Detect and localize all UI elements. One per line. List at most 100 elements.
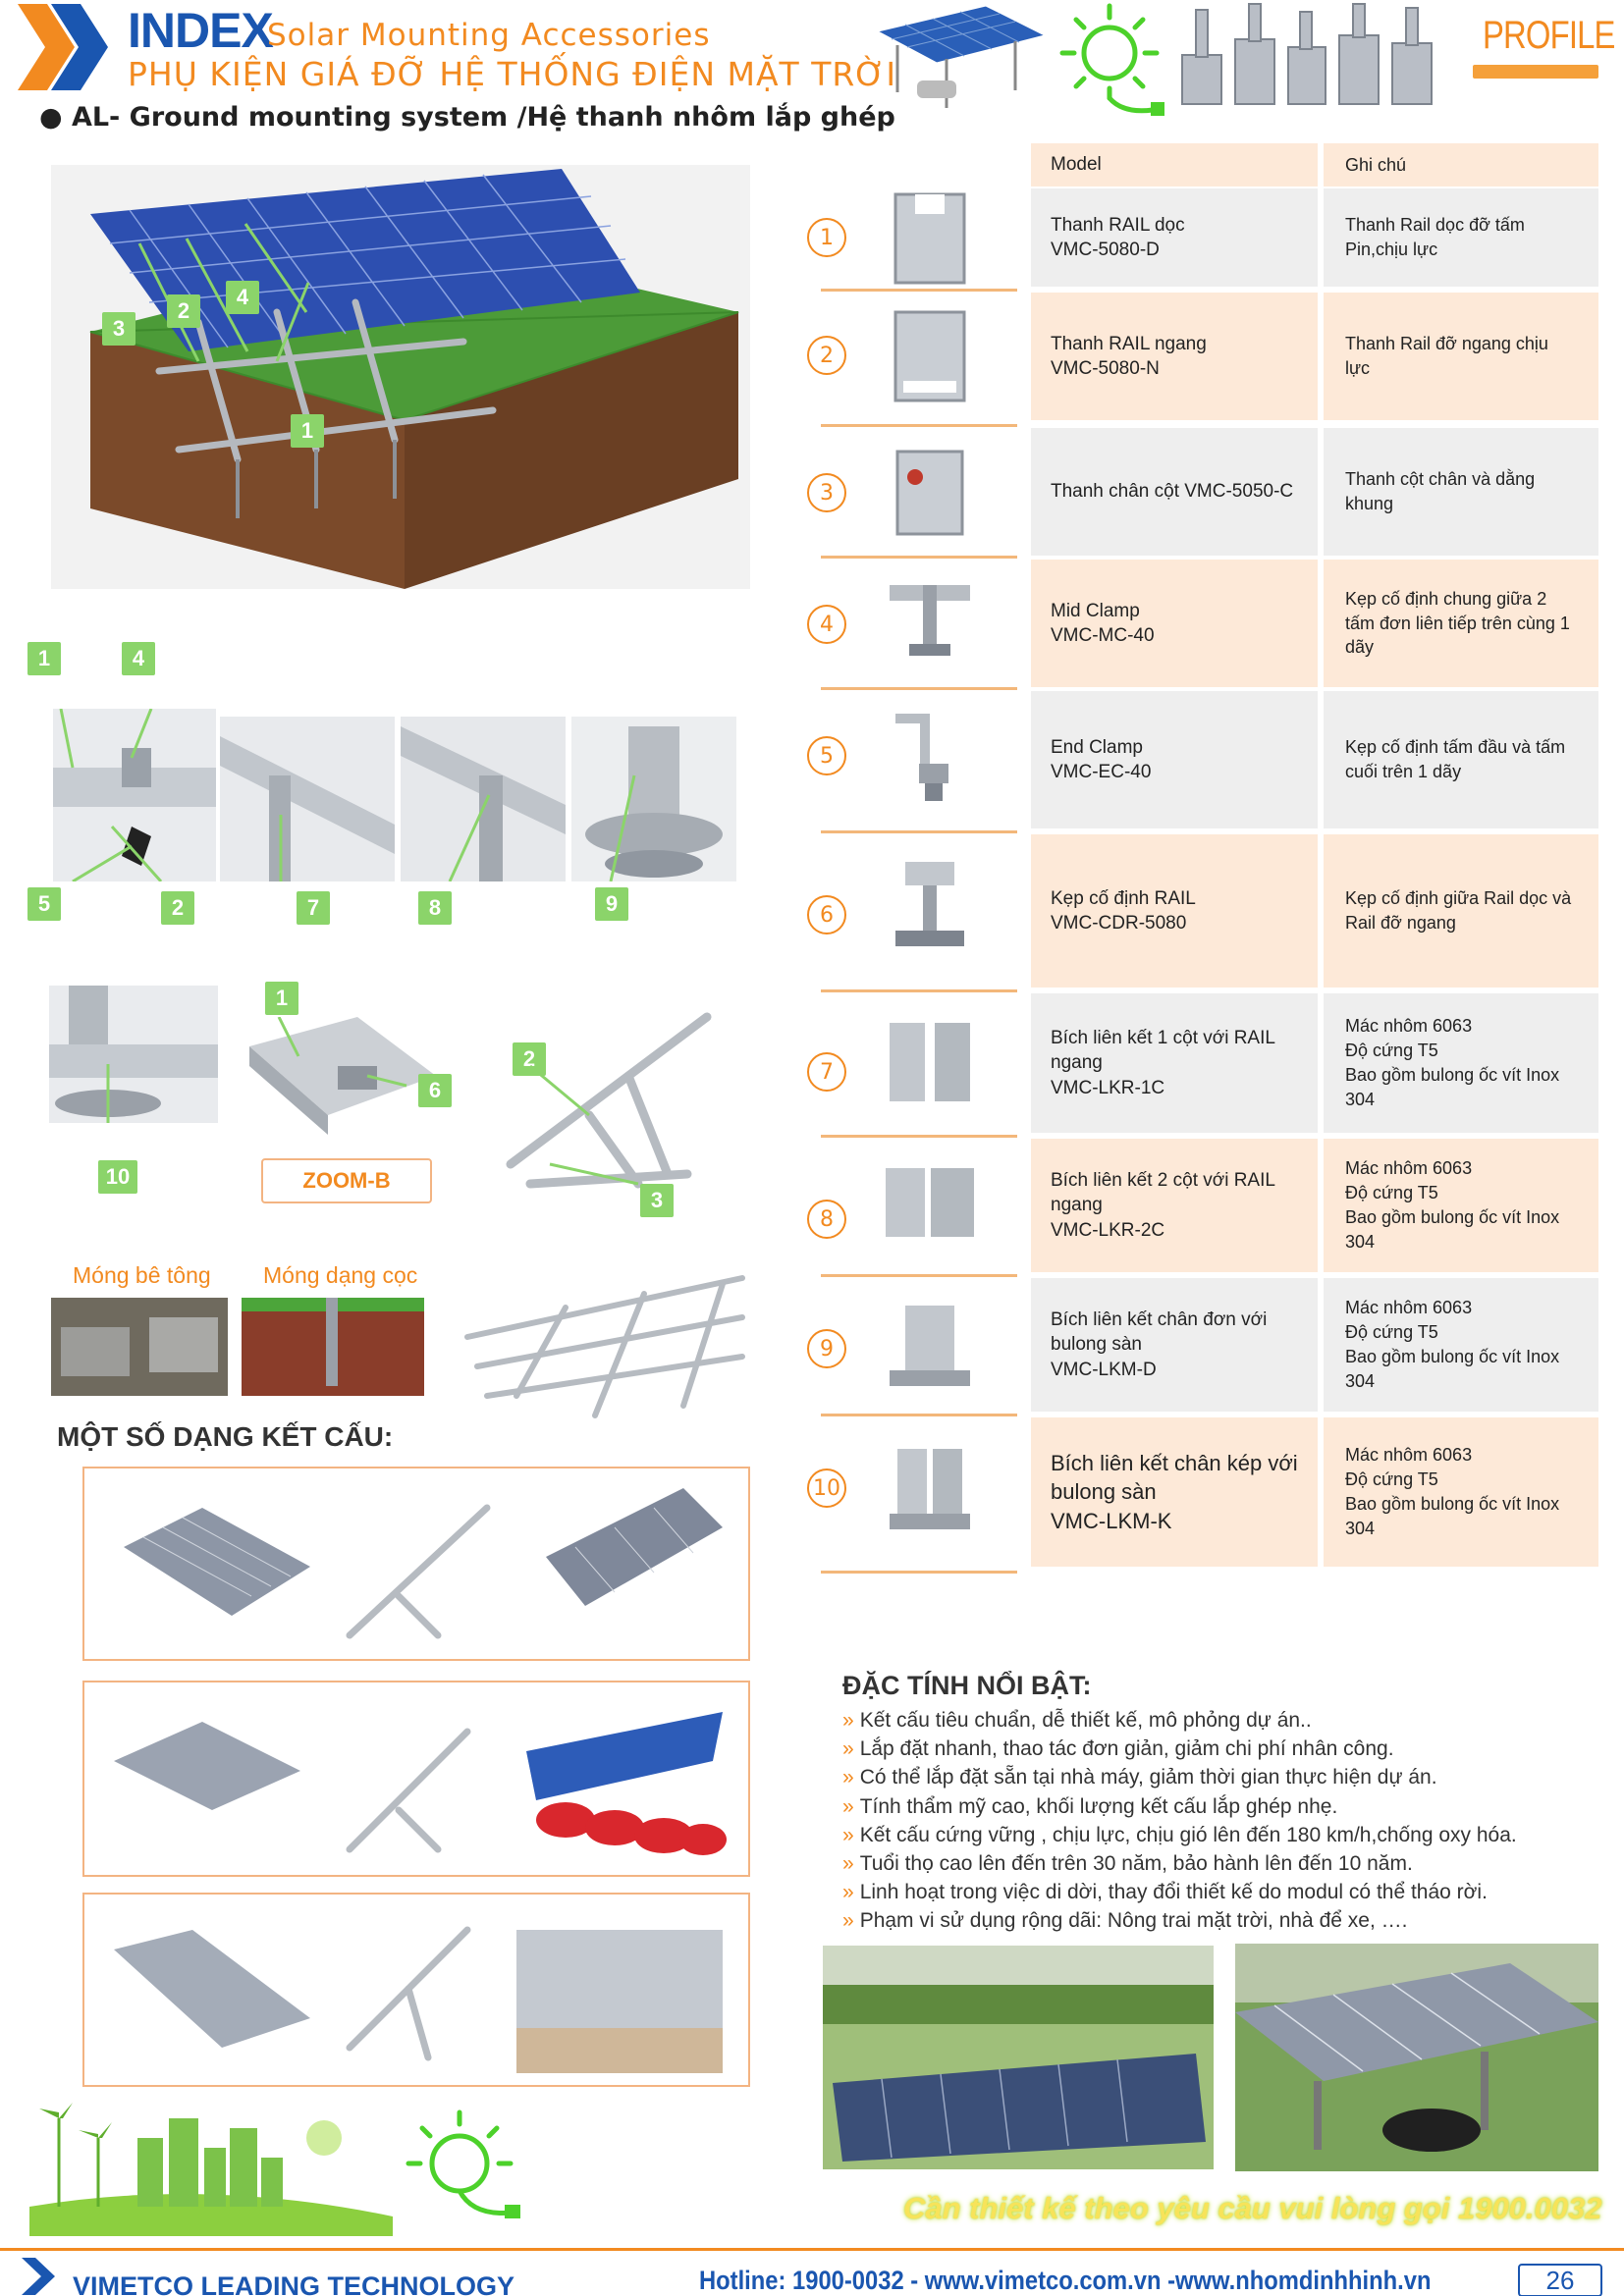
- footer-divider: [0, 2248, 1624, 2251]
- flange-detail-photo-10: [49, 986, 218, 1123]
- concrete-foundation-photo: [51, 1298, 228, 1396]
- bullet-arrow-icon: »: [842, 1766, 854, 1789]
- row-note: Mác nhôm 6063 Độ cứng T5 Bao gồm bulong …: [1324, 1278, 1598, 1412]
- feature-text: Lắp đặt nhanh, thao tác đơn giản, giảm c…: [859, 1737, 1394, 1761]
- zoom-b-rail-photo: [249, 1017, 436, 1135]
- page-number: 26: [1518, 2264, 1602, 2296]
- feature-text: Có thể lắp đặt sẵn tại nhà máy, giảm thờ…: [859, 1766, 1437, 1789]
- mong-be-tong-label: Móng bê tông: [73, 1262, 211, 1288]
- end-clamp-image: [895, 714, 948, 801]
- row-separator: [821, 556, 1017, 559]
- chevron-right-icon: [22, 2258, 55, 2295]
- row-note: Kẹp cố định giữa Rail dọc và Rail đỡ nga…: [1324, 834, 1598, 988]
- solar-farm-photo: [823, 1946, 1214, 2169]
- structure-frame-1: [82, 1467, 750, 1661]
- features-title: ĐẶC TÍNH NỔI BẬT:: [842, 1671, 1092, 1700]
- sun-plug-icon: [1059, 3, 1164, 116]
- rail-detail-photo-7: [220, 717, 395, 881]
- row-number: 6: [807, 895, 846, 934]
- row-note: Kẹp cố định tấm đầu và tấm cuối trên 1 d…: [1324, 691, 1598, 828]
- carport-photo: [1235, 1944, 1598, 2171]
- list-item: »Lắp đặt nhanh, thao tác đơn giản, giảm …: [842, 1735, 1589, 1763]
- row-note: Mác nhôm 6063 Độ cứng T5 Bao gồm bulong …: [1324, 1139, 1598, 1272]
- row-number: 7: [807, 1052, 846, 1092]
- row-number: 3: [807, 473, 846, 512]
- row-model: Mid Clamp VMC-MC-40: [1031, 560, 1318, 687]
- green-city-icon: [29, 2103, 393, 2236]
- bullet-arrow-icon: »: [842, 1909, 854, 1933]
- zoom-b-label: ZOOM-B: [261, 1158, 432, 1203]
- rail-clamp-image: [895, 862, 964, 946]
- row-note: Mác nhôm 6063 Độ cứng T5 Bao gồm bulong …: [1324, 1417, 1598, 1567]
- callout-marker-2: 2: [161, 891, 194, 925]
- flange-2c-image: [886, 1168, 974, 1237]
- feature-text: Tính thẩm mỹ cao, khối lượng kết cấu lắp…: [859, 1794, 1338, 1818]
- feature-text: Linh hoạt trong việc di dời, thay đổi th…: [859, 1881, 1488, 1904]
- page-title: INDEX: [128, 3, 274, 58]
- bullet-arrow-icon: »: [842, 1794, 854, 1818]
- list-item: »Có thể lắp đặt sẵn tại nhà máy, giảm th…: [842, 1763, 1589, 1791]
- callout-marker-1: 1: [27, 642, 61, 675]
- callout-marker-1: 1: [265, 982, 298, 1015]
- structures-title: MỘT SỐ DẠNG KẾT CẤU:: [57, 1421, 394, 1452]
- ground-mount-illustration: [51, 165, 750, 589]
- ground-frame-illustration: [464, 1275, 745, 1418]
- callout-marker-9: 9: [595, 887, 628, 921]
- feature-text: Kết cấu tiêu chuẩn, dễ thiết kế, mô phỏn…: [859, 1709, 1312, 1732]
- list-item: »Kết cấu tiêu chuẩn, dễ thiết kế, mô phỏ…: [842, 1706, 1589, 1735]
- row-number: 4: [807, 605, 846, 644]
- pile-foundation-photo: [242, 1298, 424, 1396]
- rail-vmc-5080-n-image: [893, 310, 966, 402]
- row-separator: [821, 989, 1017, 992]
- row-number: 5: [807, 736, 846, 775]
- row-model: Thanh RAIL dọc VMC-5080-D: [1031, 188, 1318, 287]
- page-title-vietnamese: PHỤ KIỆN GIÁ ĐỠ HỆ THỐNG ĐIỆN MẶT TRỜI: [128, 55, 897, 93]
- row-separator: [821, 1571, 1017, 1574]
- row-model: Bích liên kết chân đơn với bulong sàn VM…: [1031, 1278, 1318, 1412]
- section-subtitle: ● AL- Ground mounting system /Hệ thanh n…: [39, 102, 895, 133]
- feature-text: Phạm vi sử dụng rộng dãi: Nông trai mặt …: [859, 1909, 1408, 1933]
- table-header-note: Ghi chú: [1324, 143, 1598, 187]
- base-flange-single-image: [890, 1306, 970, 1386]
- row-model: Kẹp cố định RAIL VMC-CDR-5080: [1031, 834, 1318, 988]
- row-separator: [821, 424, 1017, 427]
- bullet-arrow-icon: »: [842, 1881, 854, 1904]
- callout-marker-4: 4: [226, 281, 259, 314]
- feature-text: Kết cấu cứng vững , chịu lực, chịu gió l…: [859, 1823, 1517, 1846]
- table-row: 8 Bích liên kết 2 cột với RAIL ngang VMC…: [807, 1139, 1598, 1272]
- bullet-arrow-icon: »: [842, 1823, 854, 1846]
- callout-marker-10: 10: [98, 1160, 137, 1194]
- callout-marker-4: 4: [122, 642, 155, 675]
- features-list: »Kết cấu tiêu chuẩn, dễ thiết kế, mô phỏ…: [842, 1706, 1589, 1936]
- list-item: »Phạm vi sử dụng rộng dãi: Nông trai mặt…: [842, 1906, 1589, 1935]
- row-number: 8: [807, 1200, 846, 1239]
- triangle-frame-illustration: [506, 1012, 712, 1189]
- callout-marker-5: 5: [27, 887, 61, 921]
- footer-brand: VIMETCO LEADING TECHNOLOGY: [73, 2271, 515, 2296]
- structure-frame-3-images: [114, 1926, 723, 2073]
- row-number: 2: [807, 336, 846, 375]
- base-detail-photo-9: [571, 717, 736, 881]
- callout-marker-6: 6: [418, 1074, 452, 1107]
- callout-marker-2: 2: [167, 294, 200, 328]
- callout-marker-8: 8: [418, 891, 452, 925]
- row-number: 10: [807, 1468, 846, 1508]
- bullet-arrow-icon: »: [842, 1852, 854, 1876]
- callout-marker-2: 2: [513, 1042, 546, 1076]
- row-separator: [821, 1274, 1017, 1277]
- page-title-english: Solar Mounting Accessories: [267, 18, 711, 53]
- row-note: Mác nhôm 6063 Độ cứng T5 Bao gồm bulong …: [1324, 993, 1598, 1133]
- table-row: 7 Bích liên kết 1 cột với RAIL ngang VMC…: [807, 993, 1598, 1133]
- list-item: »Tính thẩm mỹ cao, khối lượng kết cấu lắ…: [842, 1792, 1589, 1821]
- row-model: Thanh RAIL ngang VMC-5080-N: [1031, 293, 1318, 420]
- table-row: 10 Bích liên kết chân kép với bulong sàn…: [807, 1417, 1598, 1567]
- row-separator: [821, 1135, 1017, 1138]
- table-row: 2 Thanh RAIL ngang VMC-5080-N Thanh Rail…: [807, 293, 1598, 420]
- structure-frame-3: [82, 1893, 750, 2087]
- bullet-arrow-icon: »: [842, 1737, 854, 1761]
- call-to-action-banner: Cần thiết kế theo yêu cầu vui lòng gọi 1…: [903, 2191, 1602, 2225]
- table-row: 9 Bích liên kết chân đơn với bulong sàn …: [807, 1278, 1598, 1412]
- rail-detail-photo-8: [401, 717, 566, 881]
- row-note: Thanh Rail đỡ ngang chịu lực: [1324, 293, 1598, 420]
- table-row: 6 Kẹp cố định RAIL VMC-CDR-5080 Kẹp cố đ…: [807, 834, 1598, 988]
